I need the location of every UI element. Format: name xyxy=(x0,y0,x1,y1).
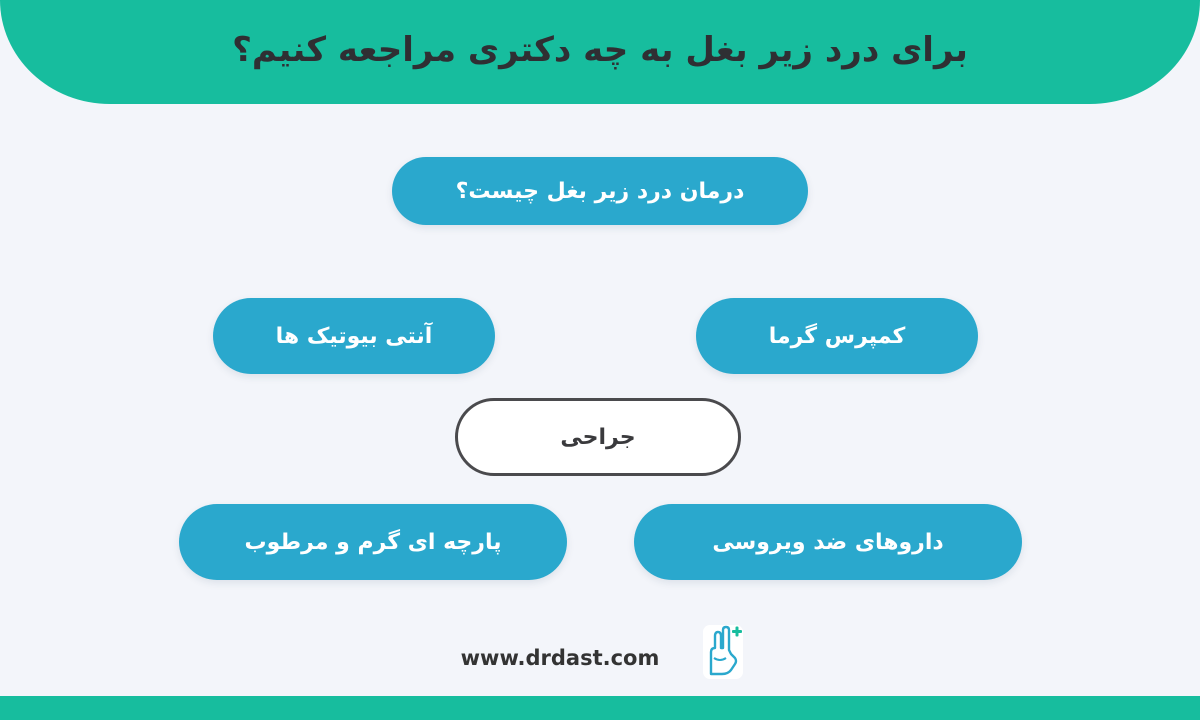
header-band xyxy=(0,0,1200,104)
treatment-pill-antibiotics: آنتی بیوتیک ها xyxy=(213,298,495,374)
treatment-pill-warm-compress: کمپرس گرما xyxy=(696,298,978,374)
treatment-pill-antivirals: داروهای ضد ویروسی xyxy=(634,504,1022,580)
treatment-pill-surgery: جراحی xyxy=(455,398,741,476)
question-pill: درمان درد زیر بغل چیست؟ xyxy=(392,157,808,225)
page-title: برای درد زیر بغل به چه دکتری مراجعه کنیم… xyxy=(232,30,968,70)
treatment-pill-warm-wet-cloth: پارچه ای گرم و مرطوب xyxy=(179,504,567,580)
footer-band xyxy=(0,696,1200,720)
drdast-hand-logo-icon xyxy=(703,625,743,679)
website-url: www.drdast.com xyxy=(460,646,660,670)
